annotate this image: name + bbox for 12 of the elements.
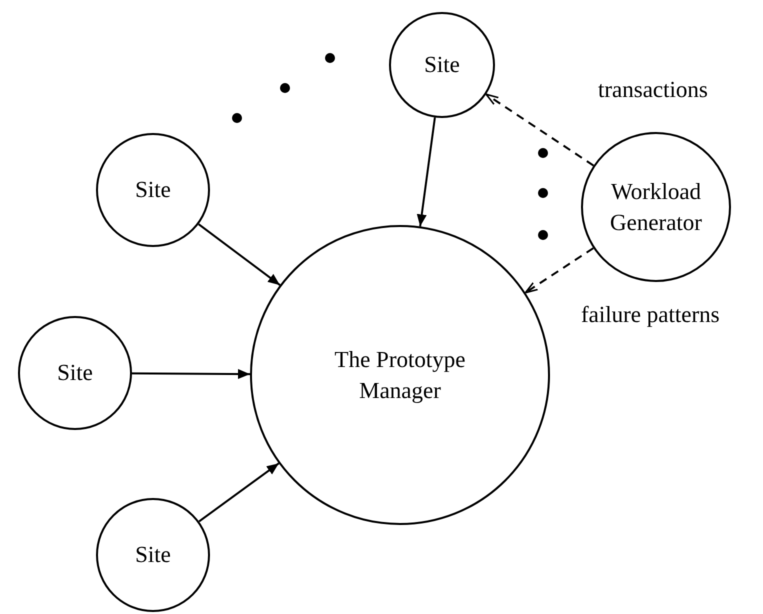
node-label: Site [135, 541, 171, 570]
node-label: Site [57, 359, 93, 388]
arrow [132, 369, 250, 379]
node-label: Workload Generator [609, 178, 703, 237]
node-label: The Prototype Manager [334, 346, 466, 405]
node-label: Site [135, 176, 171, 204]
arrow [198, 462, 280, 522]
arrow [485, 93, 594, 166]
arrow [198, 223, 281, 286]
arrow [416, 117, 436, 226]
arrow [524, 247, 594, 294]
node-label: Site [424, 51, 460, 80]
